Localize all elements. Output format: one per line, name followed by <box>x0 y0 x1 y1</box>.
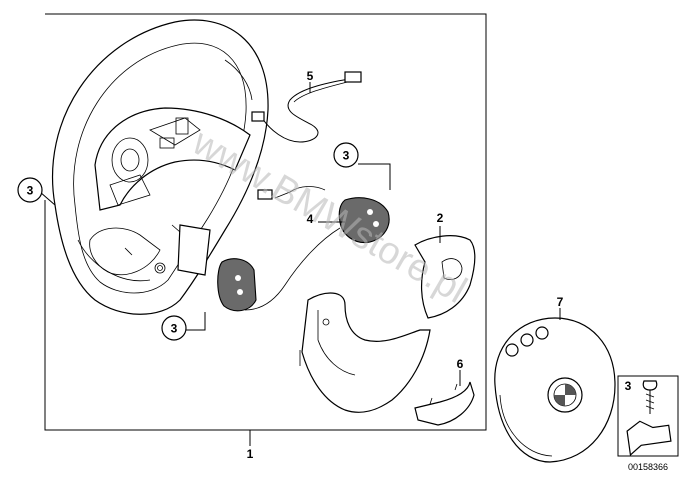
callout-screw-bottom: 3 <box>161 315 187 341</box>
label-cover-right: 2 <box>437 211 444 225</box>
screw-top-leader <box>358 163 391 190</box>
lower-trim-cover <box>299 292 431 413</box>
cover-small <box>414 370 475 426</box>
svg-text:3: 3 <box>171 322 178 336</box>
callout-screw-left: 3 <box>17 177 43 203</box>
label-cable-harness: 5 <box>307 69 314 83</box>
cover-right <box>414 226 476 319</box>
label-airbag: 7 <box>557 295 564 309</box>
label-main-assembly: 1 <box>247 447 254 461</box>
callout-screw-top: 3 <box>333 142 359 168</box>
airbag-module <box>494 308 616 463</box>
reference-number: 00158366 <box>628 462 668 472</box>
screw-icon <box>642 380 658 414</box>
steering-wheel-hub <box>89 107 251 276</box>
legend-box <box>617 375 679 457</box>
assembly-frame <box>44 13 487 431</box>
svg-text:3: 3 <box>27 184 34 198</box>
screw-left-leader <box>39 191 56 206</box>
svg-text:3: 3 <box>343 149 350 163</box>
switch-left <box>217 258 257 312</box>
screw-bottom-leader <box>186 312 206 331</box>
label-screw-legend: 3 <box>625 379 632 393</box>
arrow-icon <box>626 420 672 457</box>
label-switch-left: 4 <box>307 212 314 226</box>
cable-harness <box>251 71 362 143</box>
label-cover-small: 6 <box>457 357 464 371</box>
switch-right <box>244 186 390 311</box>
